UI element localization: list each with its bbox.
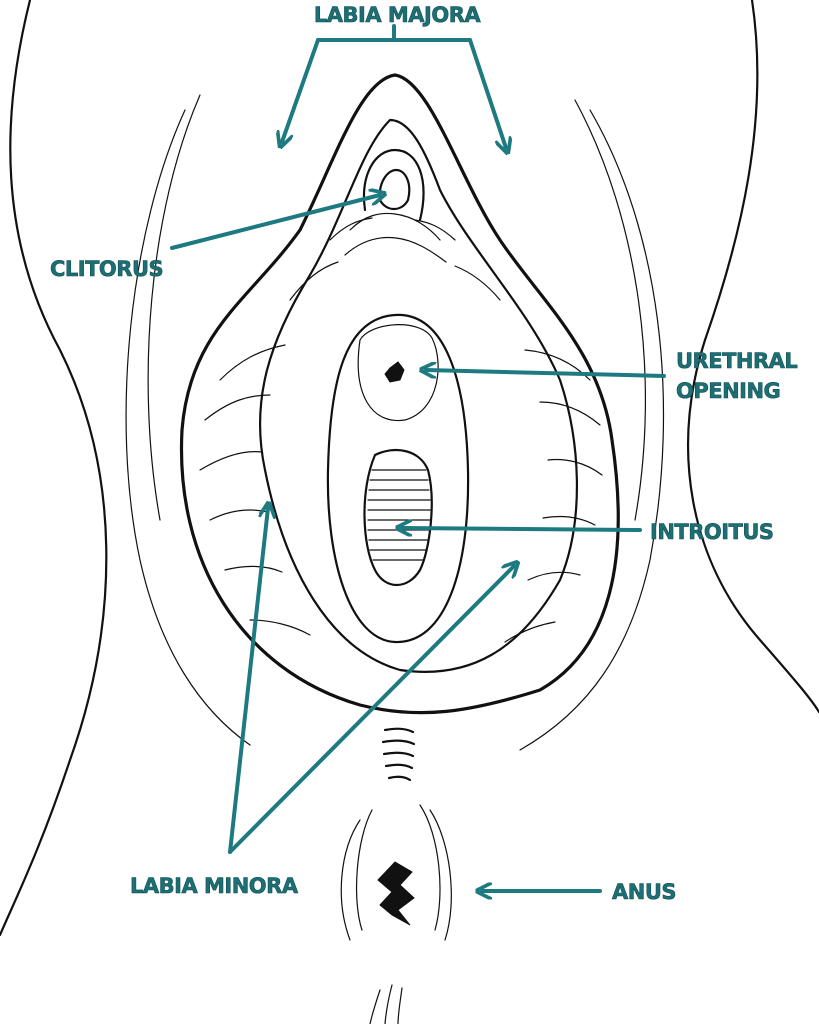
labia-majora-arrow-right [468, 38, 506, 148]
label-urethral-opening-line2: OPENING [676, 379, 780, 403]
urethral-opening-arrow [426, 370, 666, 376]
right-skin-fold [519, 109, 665, 751]
clitoral-hood [362, 148, 425, 222]
urethral-opening-art [357, 324, 439, 422]
left-skin-fold-2 [147, 94, 201, 521]
labels: LABIA MAJORA CLITORUS URETHRAL OPENING I… [50, 3, 798, 905]
labia-majora-bracket [316, 24, 472, 42]
label-urethral-opening-line1: URETHRAL [676, 349, 797, 373]
left-skin-fold [125, 109, 251, 746]
labia-majora-arrow-left [282, 38, 320, 142]
labia-minora-arrow-right [228, 566, 514, 854]
right-thigh-outline [687, 0, 819, 714]
clitorus-arrow [170, 195, 380, 250]
right-skin-fold-2 [574, 99, 647, 521]
labia-majora-outline [179, 73, 620, 715]
labia-texture [199, 217, 603, 643]
perineum-art [381, 727, 416, 782]
label-labia-majora: LABIA MAJORA [314, 3, 482, 27]
label-labia-minora: LABIA MINORA [130, 874, 299, 898]
anus-art [340, 804, 452, 1024]
pointer-arrows [170, 24, 666, 891]
label-introitus: INTROITUS [650, 520, 774, 544]
clitoris [378, 168, 411, 211]
vestibule-outline [326, 313, 470, 644]
label-clitorus: CLITORUS [50, 257, 163, 281]
labia-minora-arrow-left [228, 508, 268, 854]
introitus-arrow [402, 528, 642, 530]
labia-majora-inner [258, 118, 579, 673]
label-anus: ANUS [612, 880, 676, 904]
clitoral-hood-folds [344, 212, 447, 263]
introitus-art [363, 448, 433, 586]
left-thigh-outline [0, 0, 108, 937]
